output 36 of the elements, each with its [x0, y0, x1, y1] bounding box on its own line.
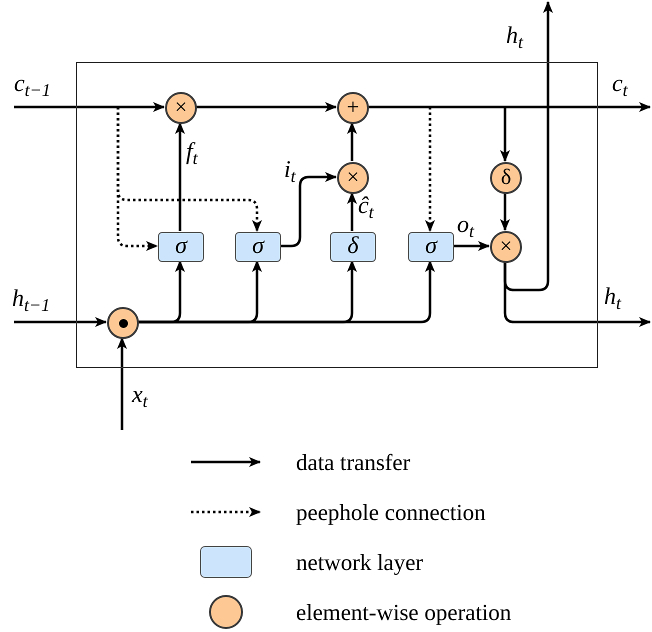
cell-frame [76, 62, 598, 368]
arrow [14, 317, 107, 327]
layer-box: σ [408, 232, 454, 262]
legend-text: data transfer [296, 450, 410, 474]
arrow [504, 262, 651, 327]
edge-label: h$_{t}$ [604, 285, 622, 309]
peephole-arrow [425, 107, 435, 232]
arrow [196, 102, 337, 112]
arrow [175, 122, 185, 231]
edge-label: x$_{t}$ [132, 383, 148, 407]
arrow [500, 107, 510, 162]
legend-text: network layer [296, 550, 424, 574]
arrow [347, 122, 357, 161]
arrow [347, 192, 357, 231]
edge-label: i$_{t}$ [284, 158, 296, 182]
arrow [368, 102, 651, 112]
edge-label: c$_{t}$ [612, 72, 628, 96]
layer-box: δ [330, 232, 376, 262]
arrow [14, 102, 165, 112]
peephole-arrow [116, 107, 262, 232]
legend-text: peephole connection [296, 500, 486, 524]
arrow [138, 260, 435, 324]
layer-box: σ [235, 232, 281, 262]
edge-label: c$_{t−1}$ [14, 72, 51, 96]
edge-label: h$_{t−1}$ [12, 287, 50, 311]
arrow [504, 1, 553, 292]
legend-text: element-wise operation [296, 600, 512, 624]
arrow [453, 241, 490, 251]
edge-label: ĉ$_{t}$ [358, 194, 374, 218]
edge-label: h$_{t}$ [506, 24, 524, 48]
arrow [280, 172, 337, 248]
arrow [117, 337, 127, 430]
arrow [500, 193, 510, 231]
layer-box: σ [158, 232, 204, 262]
edge-label: o$_{t}$ [457, 213, 474, 237]
edge-label: f$_{t}$ [186, 140, 198, 164]
